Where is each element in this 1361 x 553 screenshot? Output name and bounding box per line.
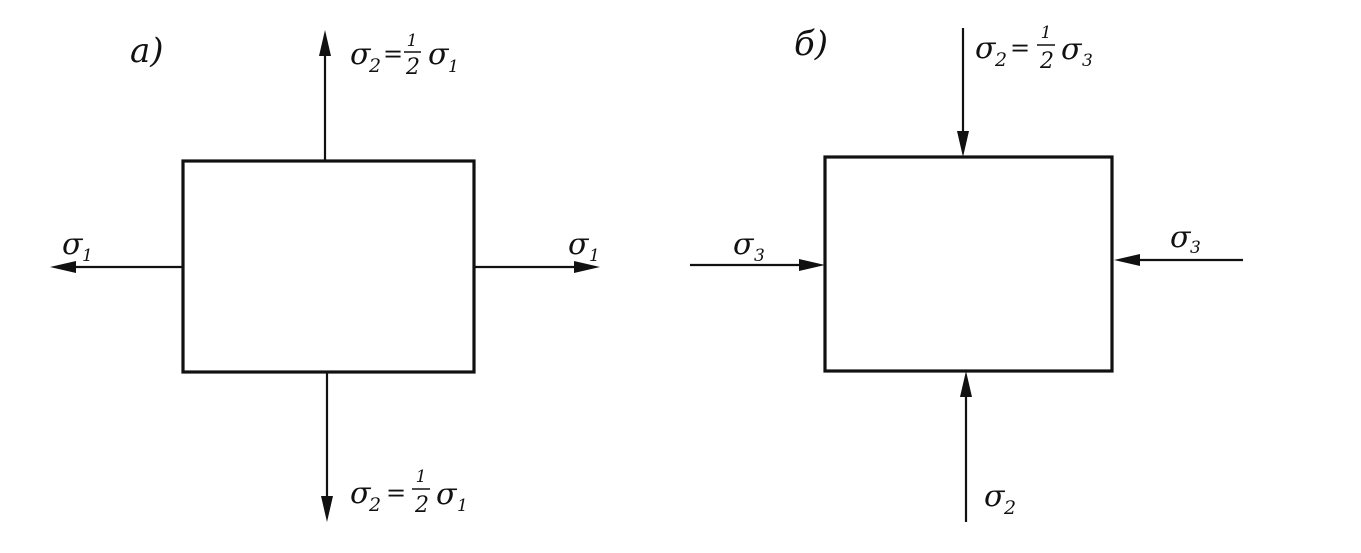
panel-b-left-label: σ 3 [733, 227, 765, 266]
panel-b-letter: б) [794, 24, 828, 64]
panel-b-bottom-arrow [960, 371, 972, 522]
sigma-subscript: 1 [457, 496, 468, 516]
panel-b-left-arrow [690, 259, 825, 271]
fraction-denominator: 2 [405, 55, 420, 80]
sigma-subscript: 1 [589, 246, 600, 266]
sigma-subscript: 3 [1082, 51, 1093, 71]
fraction-numerator: 1 [416, 467, 427, 487]
panel-a-left-arrow [50, 261, 183, 273]
sigma-symbol: σ [350, 476, 372, 511]
panel-b-right-arrow [1114, 254, 1243, 266]
sigma-subscript: 1 [448, 57, 459, 77]
sigma-subscript: 2 [368, 55, 381, 77]
panel-b: б) σ 2 = 1 2 σ 3 [690, 23, 1243, 522]
panel-a-top-label: σ 2 = 1 2 σ 1 [350, 31, 459, 80]
equals-sign: = [386, 479, 406, 507]
sigma-symbol: σ [733, 227, 755, 262]
panel-b-bottom-label: σ 2 [984, 479, 1016, 519]
sigma-subscript: 2 [1003, 497, 1016, 519]
sigma-subscript: 1 [82, 246, 93, 266]
panel-b-element-square [823, 155, 1114, 373]
sigma-subscript: 2 [994, 49, 1007, 71]
sigma-symbol: σ [428, 37, 450, 72]
panel-a-right-label: σ 1 [568, 227, 600, 266]
panel-b-top-label: σ 2 = 1 2 σ 3 [975, 23, 1093, 74]
panel-a: a) σ 2 = 1 2 σ 1 [50, 30, 600, 522]
equals-sign: = [1010, 34, 1030, 62]
panel-a-bottom-label: σ 2 = 1 2 σ 1 [350, 467, 468, 518]
equals-sign: = [383, 40, 403, 68]
panel-b-top-arrow [957, 28, 969, 157]
panel-a-element-square [181, 159, 476, 374]
sigma-symbol: σ [62, 227, 84, 262]
sigma-symbol: σ [984, 479, 1006, 514]
sigma-subscript: 3 [754, 246, 765, 266]
panel-a-bottom-arrow [321, 372, 333, 522]
panel-a-top-arrow [319, 30, 331, 161]
panel-a-right-arrow [474, 261, 600, 273]
fraction-denominator: 2 [1039, 49, 1054, 74]
fraction-numerator: 1 [1041, 23, 1052, 43]
sigma-subscript: 2 [368, 494, 381, 516]
sigma-symbol: σ [1061, 32, 1083, 67]
sigma-symbol: σ [568, 227, 590, 262]
panel-a-letter: a) [130, 31, 164, 71]
fraction-numerator: 1 [407, 31, 418, 51]
sigma-symbol: σ [975, 31, 997, 66]
sigma-symbol: σ [350, 37, 372, 72]
sigma-subscript: 3 [1190, 238, 1201, 258]
fraction-denominator: 2 [414, 493, 429, 518]
panel-a-left-label: σ 1 [62, 227, 93, 266]
sigma-symbol: σ [436, 477, 458, 512]
sigma-symbol: σ [1170, 220, 1192, 255]
panel-b-right-label: σ 3 [1170, 220, 1201, 258]
